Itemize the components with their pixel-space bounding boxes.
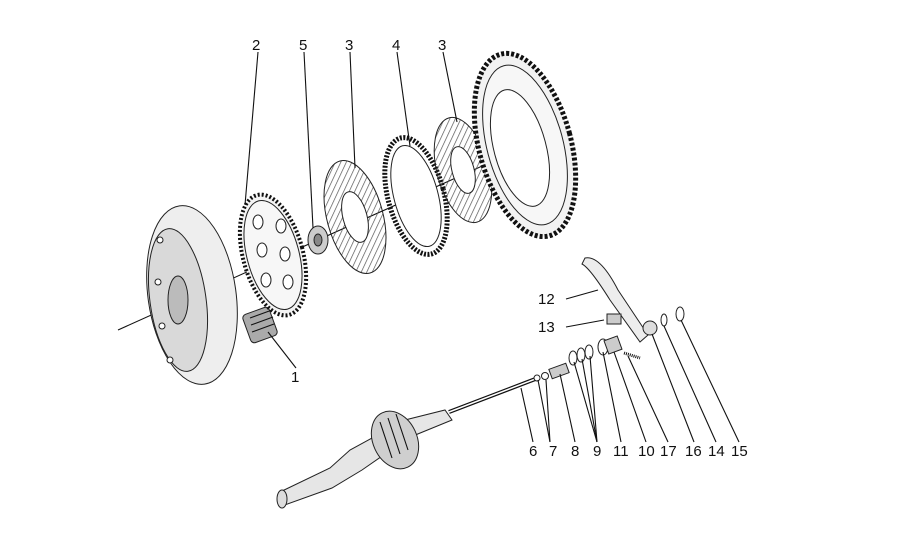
label-3a: 3 (345, 37, 353, 54)
part-labels: 2 5 3 4 3 1 12 13 6 7 8 9 11 10 17 16 14… (252, 37, 748, 460)
label-16: 16 (685, 443, 702, 460)
small-parts-right (606, 306, 685, 360)
label-17: 17 (660, 443, 677, 460)
label-5: 5 (299, 37, 307, 54)
friction-disc-part-3-front (323, 160, 387, 274)
flywheel (146, 205, 238, 385)
label-12: 12 (538, 291, 555, 308)
label-8: 8 (571, 443, 579, 460)
small-parts-group (533, 335, 623, 382)
label-14: 14 (708, 443, 725, 460)
clutch-lever-part-12 (581, 257, 658, 343)
label-11: 11 (613, 443, 629, 460)
spring-part-1 (242, 306, 278, 344)
label-7: 7 (549, 443, 557, 460)
toothed-plate-part-2 (237, 192, 309, 318)
ring-gear (471, 50, 579, 240)
label-9: 9 (593, 443, 601, 460)
label-1: 1 (291, 369, 299, 386)
label-2: 2 (252, 37, 260, 54)
label-3b: 3 (438, 37, 446, 54)
label-13: 13 (538, 319, 555, 336)
label-4: 4 (392, 37, 400, 54)
label-6: 6 (529, 443, 537, 460)
hub-part-5 (307, 225, 329, 255)
label-10: 10 (638, 443, 655, 460)
label-15: 15 (731, 443, 748, 460)
clutch-shaft (276, 376, 539, 509)
leader-lines (244, 51, 740, 443)
